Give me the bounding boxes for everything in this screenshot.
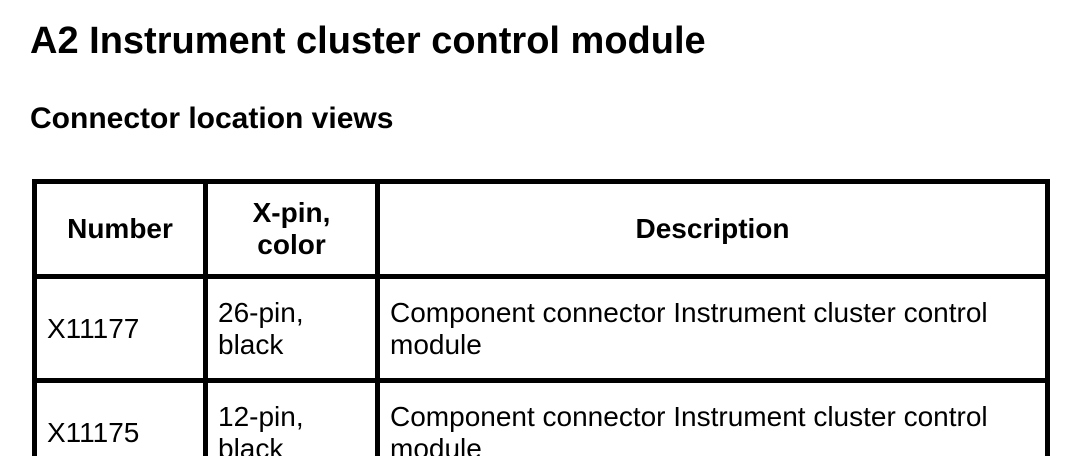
connector-location-table: Number X-pin, color Description X11177 2… xyxy=(32,179,1050,456)
table-header-row: Number X-pin, color Description xyxy=(32,179,1050,279)
column-header-number: Number xyxy=(32,179,208,279)
section-heading: Connector location views xyxy=(30,102,394,135)
page-title: A2 Instrument cluster control module xyxy=(30,20,706,62)
cell-description: Component connector Instrument cluster c… xyxy=(375,274,1050,383)
cell-pin-color: 26-pin, black xyxy=(203,274,380,383)
table-row: X11177 26-pin, black Component connector… xyxy=(32,274,1050,383)
cell-connector-number: X11175 xyxy=(32,378,208,456)
cell-connector-number: X11177 xyxy=(32,274,208,383)
column-header-description: Description xyxy=(375,179,1050,279)
cell-description: Component connector Instrument cluster c… xyxy=(375,378,1050,456)
table-row: X11175 12-pin, black Component connector… xyxy=(32,378,1050,456)
cell-pin-color: 12-pin, black xyxy=(203,378,380,456)
column-header-xpin-color: X-pin, color xyxy=(203,179,380,279)
